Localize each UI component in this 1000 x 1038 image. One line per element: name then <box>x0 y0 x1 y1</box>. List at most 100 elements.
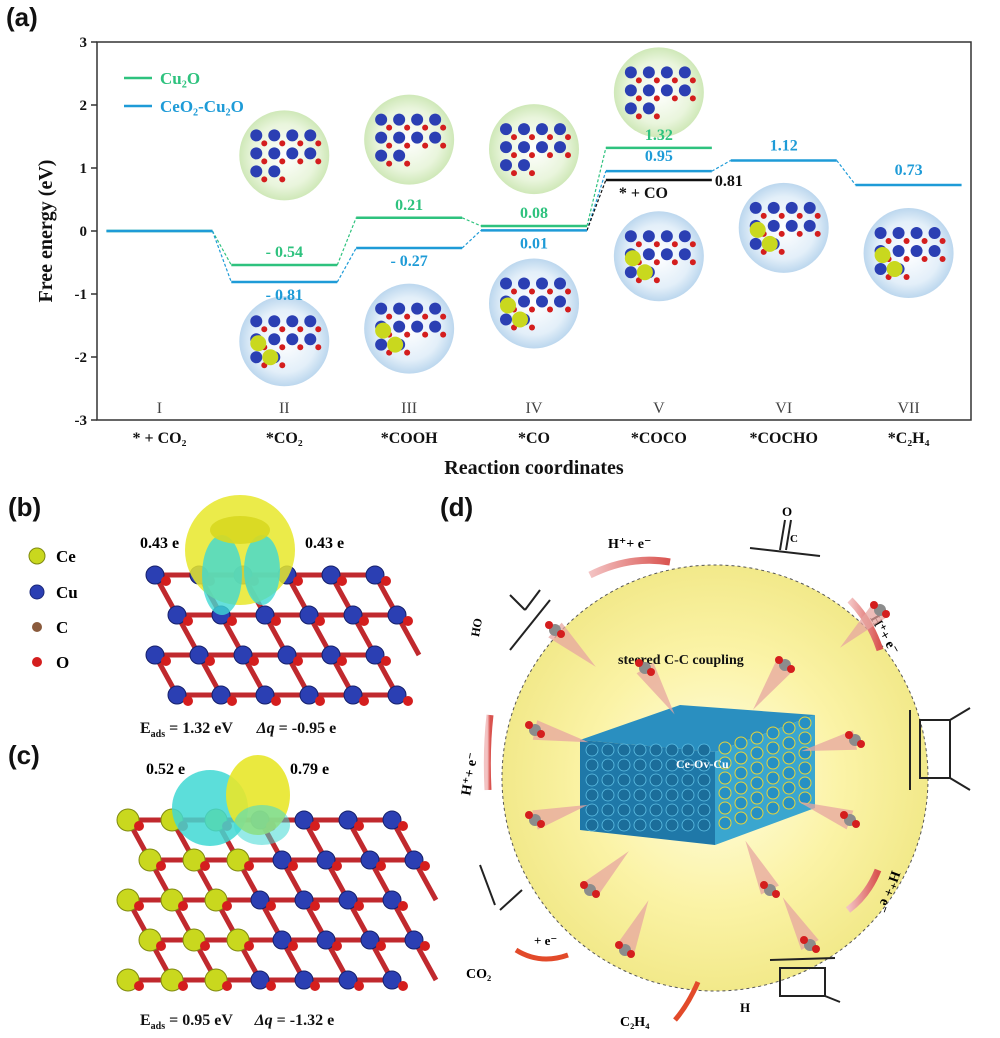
o-atom <box>796 212 803 219</box>
o-atom <box>297 326 304 333</box>
catalyst-atom <box>585 818 599 832</box>
cu-atom <box>299 685 319 705</box>
cu-atom <box>255 685 275 705</box>
catalyst-atom <box>750 806 764 820</box>
cu-atom <box>500 313 512 326</box>
energy-connector <box>336 247 357 283</box>
cu-atom <box>803 201 816 214</box>
o-atom <box>537 730 545 738</box>
o-atom <box>386 142 393 149</box>
cu-atom <box>928 227 941 240</box>
ce-atom <box>138 848 162 872</box>
catalyst-atom <box>750 731 764 745</box>
o-atom <box>205 656 215 666</box>
o-atom <box>671 95 678 102</box>
energy-value-label: - 0.81 <box>266 287 303 304</box>
o-atom <box>381 656 391 666</box>
step-numeral: II <box>279 400 290 417</box>
cu-atom <box>749 201 762 214</box>
o-atom <box>525 721 533 729</box>
cu-atom <box>304 129 317 142</box>
o-atom <box>511 152 517 159</box>
catalyst-atom <box>750 776 764 790</box>
o-atom <box>796 230 803 237</box>
cu-atom <box>411 302 424 315</box>
molecule-cone <box>615 900 649 955</box>
o-atom <box>134 981 144 991</box>
o-atom <box>227 696 237 706</box>
o-atom <box>529 288 535 295</box>
cu-atom <box>233 645 253 665</box>
cu-atom <box>272 930 292 950</box>
o-atom <box>161 576 171 586</box>
cu-atom <box>268 147 281 160</box>
o-atom <box>615 941 623 949</box>
co-o-letter: O <box>782 504 792 519</box>
o-atom <box>547 288 553 295</box>
catalyst-atom <box>601 803 615 817</box>
catalyst-atom <box>681 743 695 757</box>
cooh-ho-letters: HO <box>468 617 485 638</box>
o-atom <box>354 821 364 831</box>
y-tick-label: -1 <box>75 287 88 303</box>
molecule-cone <box>745 840 779 895</box>
energy-value-label: 0.21 <box>395 197 423 214</box>
cu-atom <box>642 230 655 243</box>
ce-atom <box>636 264 653 281</box>
o-atom <box>814 230 821 237</box>
o-atom <box>635 659 643 667</box>
cu-atom <box>250 129 263 142</box>
legend-c: C <box>56 618 68 637</box>
cu-atom <box>554 295 566 308</box>
cu-atom <box>642 248 655 261</box>
cu-atom <box>411 131 424 144</box>
cu-atom <box>375 302 388 315</box>
energy-connector <box>211 230 232 266</box>
adsorption-energy-b: Eads = 1.32 eV Δq = -0.95 e <box>140 720 337 741</box>
catalyst-atom <box>782 721 796 735</box>
o-atom <box>386 160 393 167</box>
o-atom <box>537 820 545 828</box>
coco-adsorbate <box>909 707 971 791</box>
cu-atom <box>299 605 319 625</box>
o-atom <box>261 176 268 183</box>
step-arrow-4 <box>483 714 494 791</box>
o-atom <box>787 665 795 673</box>
cu-atom <box>518 123 530 136</box>
charge-right-c: 0.79 e <box>290 761 329 778</box>
catalyst-atom <box>633 743 647 757</box>
o-atom <box>422 142 429 149</box>
co-desorption-value: 0.81 <box>715 173 743 190</box>
catalyst-atom <box>585 743 599 757</box>
cu-atom <box>250 351 263 364</box>
catalyst-atom <box>617 788 631 802</box>
catalyst-atom <box>633 803 647 817</box>
cu-atom <box>321 565 341 585</box>
o-atom <box>332 941 342 951</box>
catalyst-atom <box>681 818 695 832</box>
molecule-cone <box>582 851 629 898</box>
o-atom <box>183 696 193 706</box>
ce-atom <box>761 235 778 252</box>
catalyst-atom <box>718 741 732 755</box>
o-atom <box>200 941 210 951</box>
y-tick-label: -3 <box>75 413 88 429</box>
cu-atom <box>624 230 637 243</box>
o-atom <box>814 212 821 219</box>
ce-atom <box>874 247 891 264</box>
cu-atom <box>624 102 637 115</box>
o-atom <box>800 936 808 944</box>
catalyst-atom <box>681 773 695 787</box>
cooh-bottom-adsorbate <box>479 864 523 911</box>
catalyst-atom <box>718 786 732 800</box>
panel-label-c: (c) <box>8 740 40 770</box>
catalyst-atom <box>585 803 599 817</box>
panel-b: Ce Cu C O 0.43 e 0.43 e <box>28 495 422 706</box>
o-atom <box>315 326 322 333</box>
o-atom <box>422 313 429 320</box>
o-atom <box>354 901 364 911</box>
cu-atom <box>642 84 655 97</box>
o-atom <box>404 349 411 356</box>
catalyst-atom <box>649 758 663 772</box>
catalyst-atom <box>665 743 679 757</box>
